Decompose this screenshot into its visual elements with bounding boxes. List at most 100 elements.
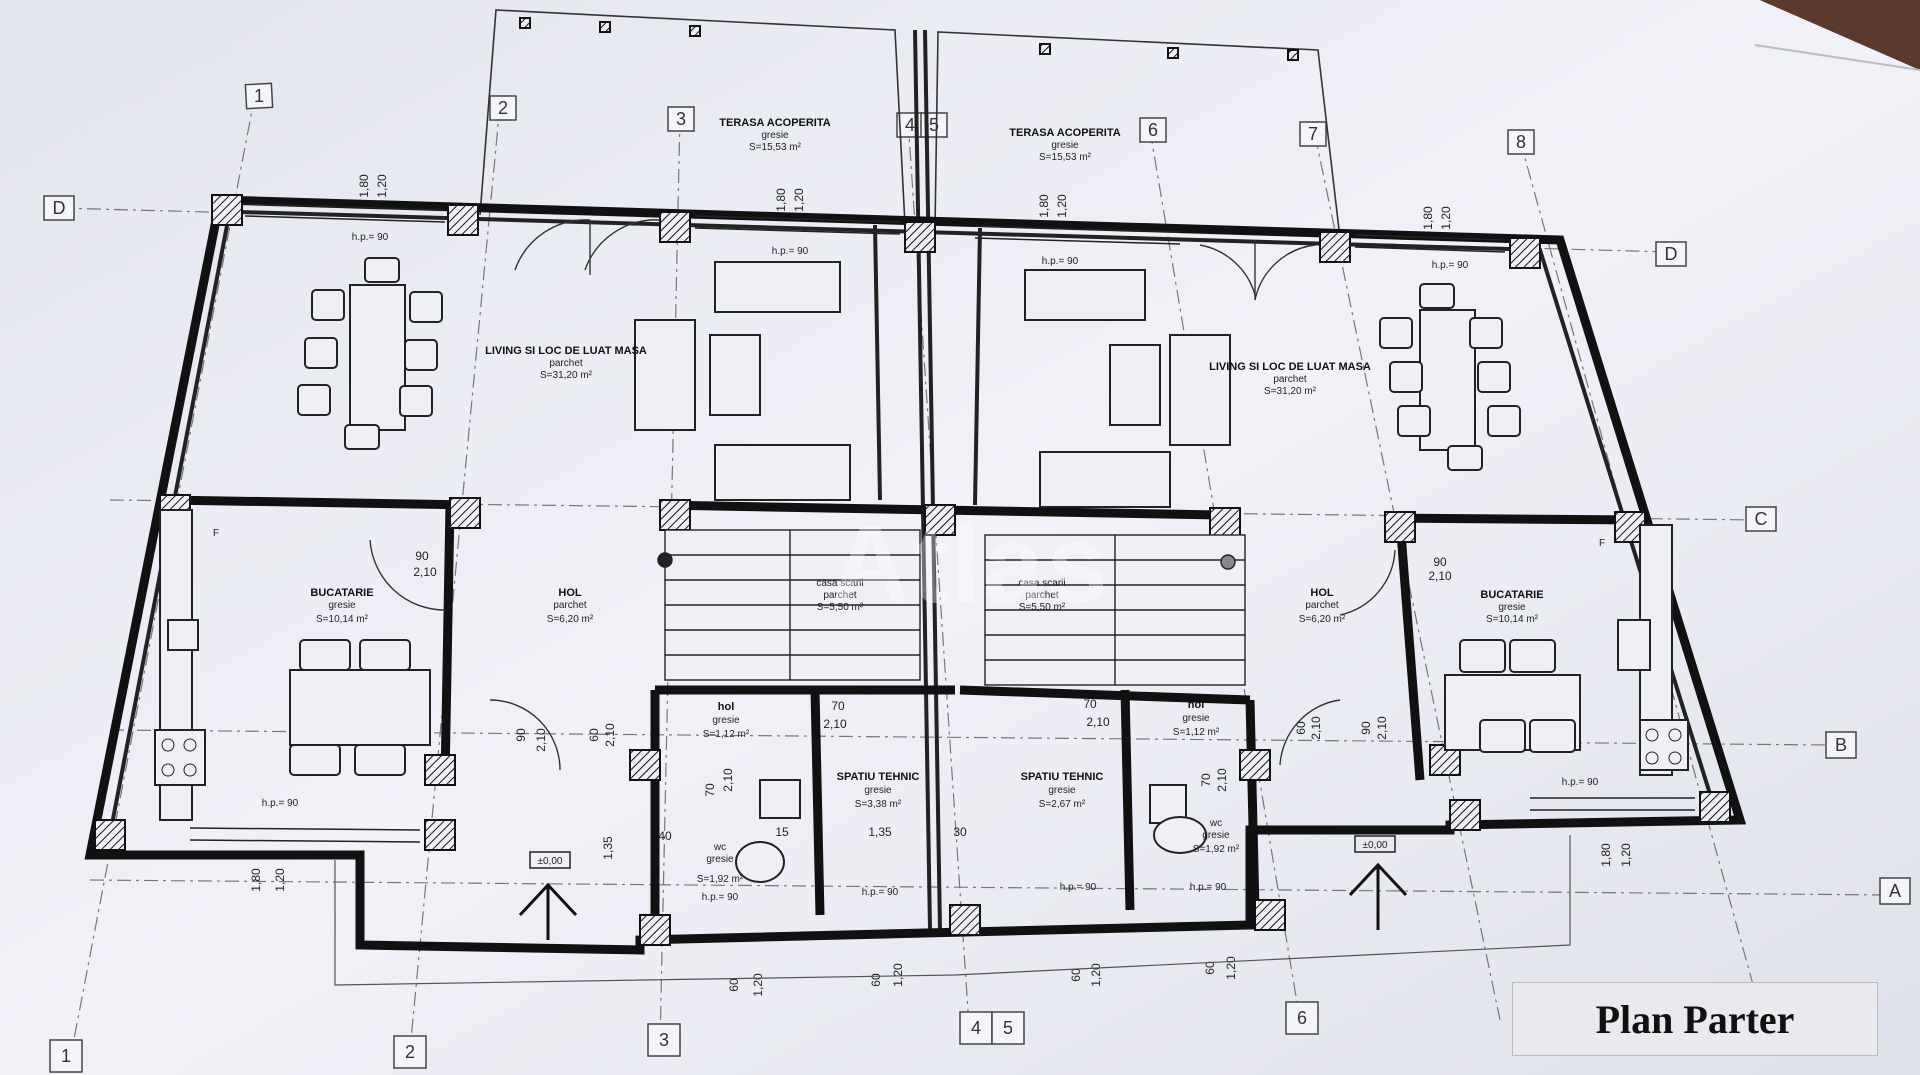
svg-text:S=6,20 m²: S=6,20 m² bbox=[1299, 614, 1346, 625]
svg-text:2,10: 2,10 bbox=[413, 565, 437, 579]
fridge-left: F bbox=[213, 528, 219, 539]
svg-text:1,80: 1,80 bbox=[1599, 843, 1613, 867]
svg-text:S=31,20 m²: S=31,20 m² bbox=[540, 370, 593, 381]
svg-text:40: 40 bbox=[658, 829, 672, 843]
svg-text:70: 70 bbox=[831, 699, 845, 713]
svg-text:5: 5 bbox=[1003, 1018, 1013, 1038]
svg-text:1,80: 1,80 bbox=[774, 188, 788, 212]
svg-text:gresie: gresie bbox=[706, 854, 734, 865]
kitchen-left bbox=[154, 509, 431, 821]
terraces bbox=[479, 9, 1341, 931]
svg-text:h.p.= 90: h.p.= 90 bbox=[702, 892, 739, 903]
svg-text:90: 90 bbox=[1359, 721, 1373, 735]
svg-text:S=1,12 m²: S=1,12 m² bbox=[703, 729, 750, 740]
wc-right-name: wc bbox=[1209, 818, 1222, 829]
svg-text:6: 6 bbox=[1297, 1008, 1307, 1028]
plan-title: Plan Parter bbox=[1512, 982, 1878, 1056]
svg-text:h.p.= 90: h.p.= 90 bbox=[772, 246, 809, 257]
stair-right-name: casa scarii bbox=[1018, 578, 1065, 589]
svg-text:h.p.= 90: h.p.= 90 bbox=[1060, 882, 1097, 893]
svg-text:gresie: gresie bbox=[1202, 830, 1230, 841]
svg-text:4: 4 bbox=[971, 1018, 981, 1038]
svg-text:D: D bbox=[1665, 244, 1678, 264]
svg-text:8: 8 bbox=[1516, 132, 1526, 152]
dimension-frame bbox=[334, 835, 1571, 986]
svg-text:1,20: 1,20 bbox=[792, 188, 806, 212]
wc-fixtures bbox=[735, 779, 1207, 883]
svg-text:S=15,53 m²: S=15,53 m² bbox=[749, 142, 802, 153]
terrace-right-name: TERASA ACOPERITA bbox=[1009, 127, 1120, 139]
svg-text:h.p.= 90: h.p.= 90 bbox=[862, 887, 899, 898]
svg-text:A: A bbox=[1889, 881, 1901, 901]
svg-text:1,80: 1,80 bbox=[1421, 206, 1435, 230]
stair-left-name: casa scarii bbox=[816, 578, 863, 589]
svg-text:parchet: parchet bbox=[823, 590, 857, 601]
svg-text:2,10: 2,10 bbox=[721, 768, 735, 792]
dining-set-left bbox=[297, 257, 443, 450]
svg-text:B: B bbox=[1835, 735, 1847, 755]
svg-text:gresie: gresie bbox=[1051, 140, 1079, 151]
svg-text:2,10: 2,10 bbox=[1375, 716, 1389, 740]
svg-text:S=31,20 m²: S=31,20 m² bbox=[1264, 386, 1317, 397]
svg-text:1,20: 1,20 bbox=[1439, 206, 1453, 230]
elevation-left: ±0,00 bbox=[538, 856, 563, 867]
svg-text:60: 60 bbox=[1069, 968, 1083, 982]
svg-text:70: 70 bbox=[703, 783, 717, 797]
svg-text:6: 6 bbox=[1148, 120, 1158, 140]
kitchen-right bbox=[1444, 524, 1689, 776]
svg-text:parchet: parchet bbox=[1273, 374, 1307, 385]
hol-right-name: hol bbox=[1188, 699, 1205, 711]
svg-text:S=6,20 m²: S=6,20 m² bbox=[547, 614, 594, 625]
svg-text:1,20: 1,20 bbox=[1089, 963, 1103, 987]
svg-text:60: 60 bbox=[869, 973, 883, 987]
elevation-right: ±0,00 bbox=[1363, 840, 1388, 851]
svg-text:1,20: 1,20 bbox=[1224, 956, 1238, 980]
windows bbox=[189, 203, 1695, 843]
watermark: Atlas bbox=[830, 503, 1110, 626]
tech-left-name: SPATIU TEHNIC bbox=[837, 771, 920, 783]
svg-text:gresie: gresie bbox=[712, 715, 740, 726]
svg-text:C: C bbox=[1755, 509, 1768, 529]
svg-text:S=5,50 m²: S=5,50 m² bbox=[817, 602, 864, 613]
fridge-right: F bbox=[1599, 538, 1605, 549]
svg-text:4: 4 bbox=[905, 115, 915, 135]
svg-text:parchet: parchet bbox=[1025, 590, 1059, 601]
columns bbox=[94, 194, 1731, 946]
svg-text:70: 70 bbox=[1083, 697, 1097, 711]
svg-text:gresie: gresie bbox=[864, 785, 892, 796]
living-left-name: LIVING SI LOC DE LUAT MASA bbox=[485, 345, 647, 357]
svg-text:7: 7 bbox=[1308, 124, 1318, 144]
svg-text:2: 2 bbox=[498, 98, 508, 118]
svg-text:1,20: 1,20 bbox=[1619, 843, 1633, 867]
svg-text:h.p.= 90: h.p.= 90 bbox=[262, 798, 299, 809]
axis-markers: 1 2 3 4 5 6 7 8 D D C B A 1 2 3 4 5 bbox=[43, 82, 1911, 1073]
living-furniture bbox=[634, 261, 1231, 508]
svg-text:1: 1 bbox=[61, 1046, 71, 1066]
svg-text:S=15,53 m²: S=15,53 m² bbox=[1039, 152, 1092, 163]
svg-text:1,20: 1,20 bbox=[891, 963, 905, 987]
svg-text:2,10: 2,10 bbox=[1215, 768, 1229, 792]
stairs bbox=[657, 529, 1246, 686]
svg-text:90: 90 bbox=[1433, 555, 1447, 569]
svg-text:1,20: 1,20 bbox=[273, 868, 287, 892]
svg-text:1,80: 1,80 bbox=[357, 174, 371, 198]
svg-text:2,10: 2,10 bbox=[823, 717, 847, 731]
svg-text:60: 60 bbox=[1294, 721, 1308, 735]
svg-text:h.p.= 90: h.p.= 90 bbox=[352, 232, 389, 243]
svg-text:1,20: 1,20 bbox=[751, 973, 765, 997]
svg-text:S=2,67 m²: S=2,67 m² bbox=[1039, 799, 1086, 810]
svg-text:90: 90 bbox=[415, 549, 429, 563]
svg-text:2: 2 bbox=[405, 1042, 415, 1062]
living-right-name: LIVING SI LOC DE LUAT MASA bbox=[1209, 361, 1371, 373]
svg-text:S=5,50 m²: S=5,50 m² bbox=[1019, 602, 1066, 613]
svg-text:1,20: 1,20 bbox=[375, 174, 389, 198]
svg-text:gresie: gresie bbox=[761, 130, 789, 141]
svg-text:3: 3 bbox=[659, 1030, 669, 1050]
svg-text:gresie: gresie bbox=[328, 600, 356, 611]
entrance-arrows bbox=[518, 862, 1408, 940]
svg-text:h.p.= 90: h.p.= 90 bbox=[1190, 882, 1227, 893]
door-swings bbox=[369, 219, 1396, 771]
svg-text:90: 90 bbox=[514, 728, 528, 742]
